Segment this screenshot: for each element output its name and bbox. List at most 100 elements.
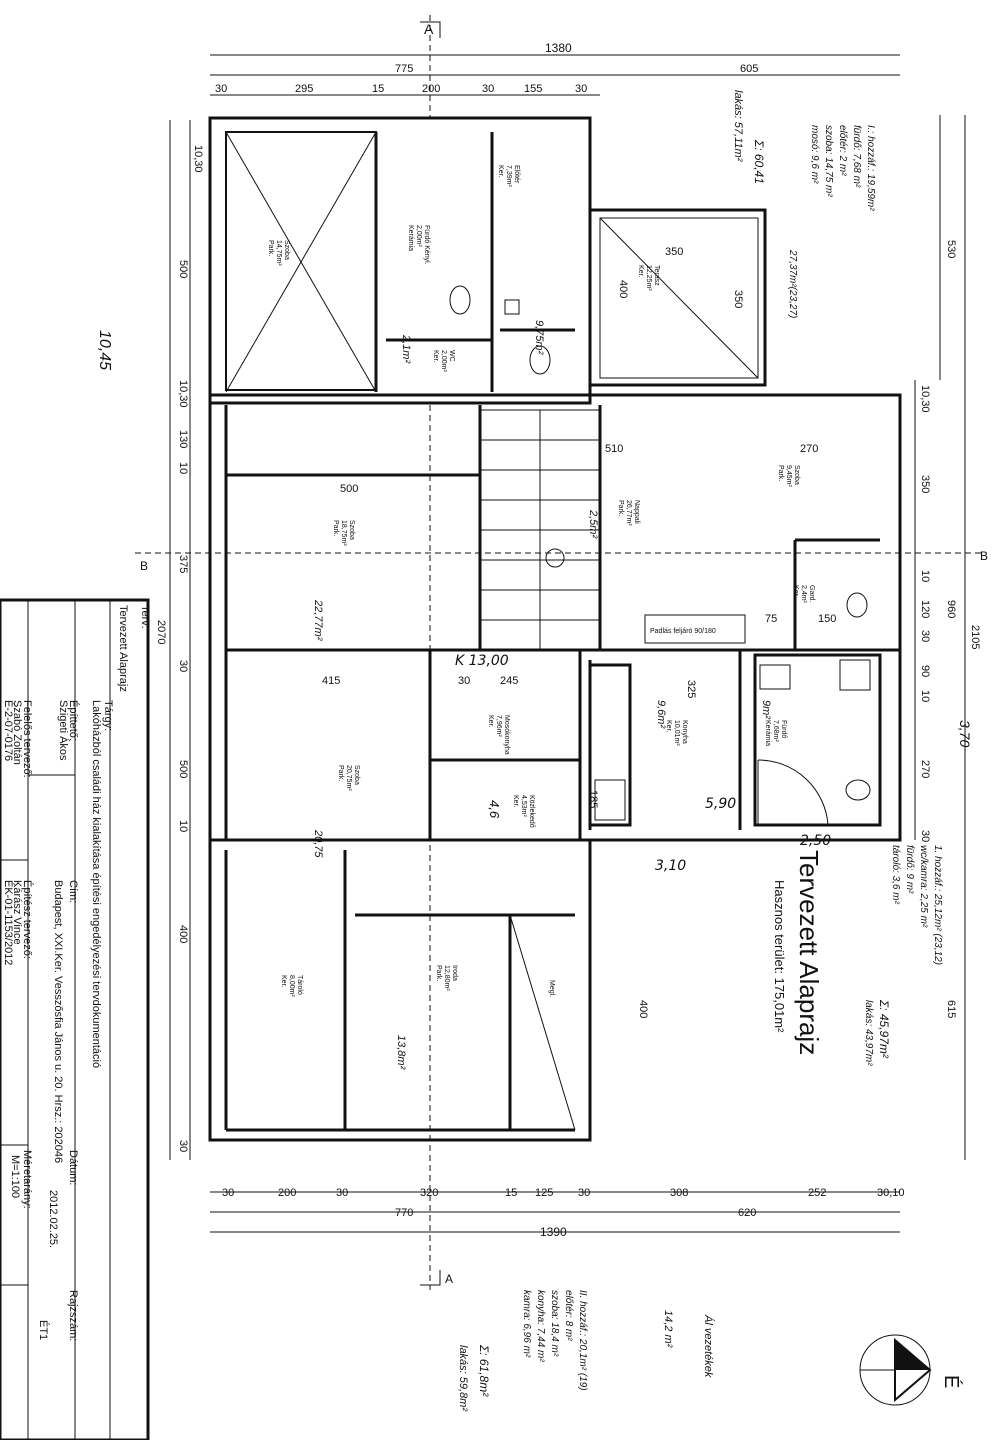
tb-terv: Tervezett Alaprajz <box>117 605 129 692</box>
dim-top-295: 295 <box>295 83 313 95</box>
svg-text:Ker.: Ker. <box>637 265 644 278</box>
svg-text:14,75m²: 14,75m² <box>275 240 282 266</box>
svg-text:1. hozzáf.: 25,12m² (23,12): 1. hozzáf.: 25,12m² (23,12) <box>932 845 943 965</box>
dim-right-270: 270 <box>919 760 931 778</box>
svg-text:Park.: Park. <box>267 240 274 256</box>
svg-text:4,53m²: 4,53m² <box>520 795 527 817</box>
section-label-b-left: B <box>140 559 148 573</box>
section-label-b-right: B <box>980 549 988 563</box>
room-mosokonyha: Mosókonyha 7,96m² Ker. <box>487 715 510 755</box>
dim-inner-245: 245 <box>500 675 518 687</box>
dim-bottom-15: 15 <box>505 1187 517 1199</box>
dim-bottom-30a: 30 <box>222 1187 234 1199</box>
dim-inner-30: 30 <box>458 675 470 687</box>
dim-inner-500: 500 <box>340 483 358 495</box>
tb-felelos-id: É-2-07-0176 <box>2 700 15 761</box>
north-label: É <box>940 1375 963 1388</box>
svg-text:Közlekedő: Közlekedő <box>528 795 535 828</box>
dimension-text-left: 10,30 500 10,30 130 10 375 2070 30 500 1… <box>155 145 204 1152</box>
dimension-text-top: 1380 775 605 30 295 15 200 30 155 30 <box>215 41 758 95</box>
dim-top-30b: 30 <box>482 83 494 95</box>
dim-top-15: 15 <box>372 83 384 95</box>
tb-epitteto-label: Építtető: <box>67 700 80 741</box>
svg-text:9,75m²: 9,75m² <box>533 320 545 355</box>
svg-text:Kerámia: Kerámia <box>407 225 414 251</box>
elevation-mark: K 13,00 <box>455 653 509 669</box>
svg-text:előtér: 8 m²: előtér: 8 m² <box>563 1290 574 1341</box>
dim-left-10-30: 10,30 <box>192 145 204 173</box>
svg-text:kamra: 6,96 m²: kamra: 6,96 m² <box>521 1290 532 1358</box>
dim-bottom-30-10: 30,10 <box>877 1187 905 1199</box>
drawing-header: Tervezett Alaprajz Hasznos terület: 175,… <box>772 850 824 1055</box>
svg-text:13,8m²: 13,8m² <box>395 1035 407 1070</box>
dim-right-120: 120 <box>919 600 931 618</box>
room-konyha: Konyha 10,01m² Ker. <box>665 720 688 746</box>
svg-text:szoba: 18,4 m²: szoba: 18,4 m² <box>549 1290 560 1357</box>
room-gard: Gard. 2,4m² Ker. <box>792 585 815 604</box>
svg-text:Tároló: Tároló <box>296 975 303 995</box>
room-hand-areas: 2,1m² 9,75m² 22,77m² 9,6m² 2,5m² 9m² 20,… <box>312 320 772 1070</box>
svg-text:9,6m²: 9,6m² <box>655 700 667 728</box>
svg-text:14,2 m²: 14,2 m² <box>662 1310 674 1348</box>
svg-text:Σ: 60,41: Σ: 60,41 <box>752 139 766 184</box>
dim-bottom-30b: 30 <box>336 1187 348 1199</box>
svg-text:7,96m²: 7,96m² <box>495 715 502 737</box>
header-area: Hasznos terület: 175,01m² <box>772 880 787 1033</box>
svg-text:Iroda: Iroda <box>451 965 458 981</box>
svg-text:20,75m²: 20,75m² <box>345 765 352 791</box>
svg-text:fürdő: 7,68 m²: fürdő: 7,68 m² <box>851 125 862 188</box>
tb-targy-label: Tárgy: <box>102 700 114 731</box>
svg-text:Megl.: Megl. <box>548 980 555 997</box>
dim-right-10b: 10 <box>919 690 931 702</box>
dim-right-2105: 2105 <box>969 625 981 649</box>
dim-inner-150: 150 <box>818 613 836 625</box>
attic-stair-label: Padlás feljáró 90/180 <box>650 628 716 635</box>
dim-right-615: 615 <box>945 1000 957 1018</box>
tb-datum: 2012.02.25. <box>47 1190 59 1248</box>
dim-top-155: 155 <box>524 83 542 95</box>
svg-text:4,6: 4,6 <box>487 800 502 819</box>
dim-left-2070: 2070 <box>155 620 167 644</box>
dim-right-30b: 30 <box>919 830 931 842</box>
room-megl: Megl. <box>548 980 555 997</box>
svg-text:Ker.: Ker. <box>280 975 287 988</box>
dim-top-30c: 30 <box>575 83 587 95</box>
room-szoba-3: Szoba 9,45m² Park. <box>777 465 800 487</box>
svg-text:7,39m²: 7,39m² <box>505 165 512 187</box>
tb-cim-label: Cím: <box>67 880 79 903</box>
tb-terv-label: Terv: <box>139 605 151 629</box>
dim-bottom-125: 125 <box>535 1187 553 1199</box>
void-cross <box>225 131 759 1131</box>
room-tarolo: Tároló 8,00m² Ker. <box>280 975 303 997</box>
svg-text:Ker.: Ker. <box>432 350 439 363</box>
svg-text:Mosókonyha: Mosókonyha <box>503 715 510 755</box>
svg-text:Előtér: Előtér <box>513 165 520 184</box>
room-nappali: Nappali 26,77m² Park. <box>617 500 640 526</box>
tb-targy: Lakóházból családi ház kialakítása építé… <box>90 700 102 1068</box>
svg-text:Park.: Park. <box>332 520 339 536</box>
section-label-a-top: A <box>424 21 434 37</box>
dim-left-130: 130 <box>177 430 189 448</box>
dim-inner-325: 325 <box>685 680 697 698</box>
svg-text:Kerámia: Kerámia <box>764 720 771 746</box>
dim-top-200: 200 <box>422 83 440 95</box>
svg-text:12,25m²: 12,25m² <box>645 265 652 291</box>
dim-bottom-770: 770 <box>395 1207 413 1219</box>
svg-text:lakás: 43,97m²: lakás: 43,97m² <box>863 1000 874 1066</box>
svg-text:26,77m²: 26,77m² <box>625 500 632 526</box>
tb-epitteto: Szigeti Ákos <box>57 700 70 761</box>
svg-text:18,75m²: 18,75m² <box>340 520 347 546</box>
svg-text:2,4m²: 2,4m² <box>800 585 807 604</box>
svg-text:Szoba: Szoba <box>348 520 355 540</box>
svg-text:tároló: 3,6 m²: tároló: 3,6 m² <box>890 845 901 905</box>
dim-right-90: 90 <box>919 665 931 677</box>
dim-top-30a: 30 <box>215 83 227 95</box>
svg-text:9m²: 9m² <box>760 700 772 719</box>
svg-text:Ker.: Ker. <box>792 585 799 598</box>
svg-text:7,68m²: 7,68m² <box>772 720 779 742</box>
svg-text:2,5m²: 2,5m² <box>587 509 599 538</box>
dimension-text-bottom: 30 200 30 320 15 125 30 308 252 30,10 77… <box>222 1187 905 1239</box>
svg-text:Ker.: Ker. <box>487 715 494 728</box>
dim-bottom-200: 200 <box>278 1187 296 1199</box>
